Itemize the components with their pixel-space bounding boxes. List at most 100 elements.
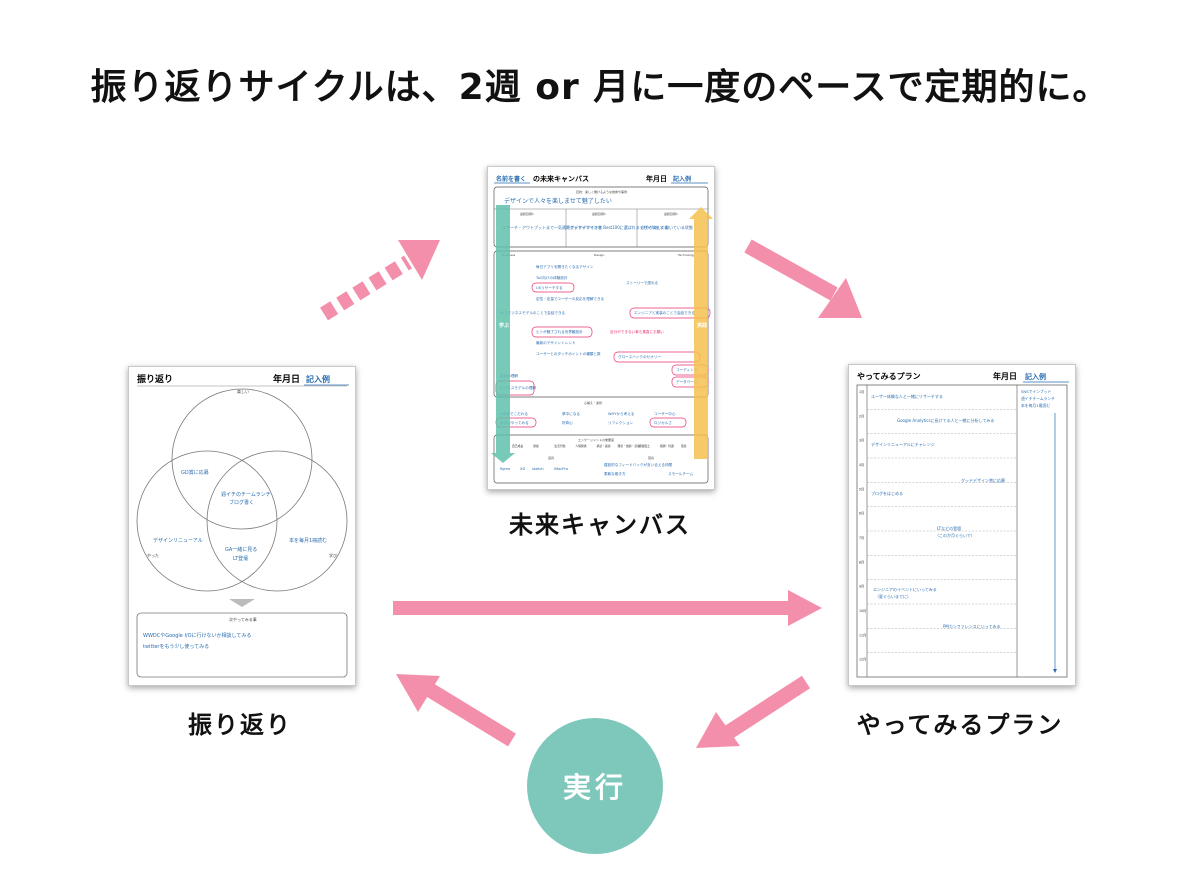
month-label: 11月 [859, 633, 866, 637]
skill-item: コーディング [676, 367, 698, 372]
dotted-arrow-to-canvas [320, 240, 440, 321]
month-label: 10月 [859, 609, 866, 613]
vision-label: 目的：楽しく働けるような技術や事例 [576, 189, 627, 194]
skill-item: 自分ができない事も素直にお願い [610, 329, 664, 334]
furikaeri-diagram: 振り返り 年月日 記入例 楽しい やった 学び GD賞に応募 週イチのチームラン… [136, 373, 349, 678]
caption-canvas: 未来キャンバス [509, 511, 691, 539]
goal-label: 最終目標1 [592, 211, 606, 216]
column-label: Technology [677, 253, 695, 257]
month-label: 7月 [859, 536, 864, 540]
plan-entry: ユーザー体験な人と一緒にリサーチする [871, 393, 943, 399]
arrow-plan-to-execute [696, 675, 811, 748]
month-label: 5月 [859, 487, 864, 491]
mind-item: WHYから考える [608, 411, 635, 416]
canvas-header-title: の未来キャンバス [533, 174, 589, 183]
arrow-canvas-to-plan [744, 239, 862, 318]
venn-note: GA一緒に見る [225, 546, 257, 553]
arrow-furikaeri-to-plan [393, 590, 822, 626]
mind-label: 心構え・姿勢 [584, 400, 602, 405]
tool-item: iMacPro [554, 467, 568, 471]
skill-item: 毎日アプリを開きたくなるデザイン [536, 264, 594, 269]
plan-entry: （このか月ぐらいで） [935, 532, 975, 538]
furikaeri-sheet: 振り返り 年月日 記入例 楽しい やった 学び GD賞に応募 週イチのチームラン… [128, 366, 356, 686]
column-label: Design [594, 253, 604, 257]
skill-item: エンジニアと実装のことで会話できる [634, 310, 695, 315]
month-label: 4月 [859, 463, 864, 467]
venn-circle-left [136, 450, 278, 592]
next-box-label: 次やってみる事 [229, 616, 257, 622]
next-item: WWDCやGoogle I/Oに行けないか相談してみる [143, 632, 251, 639]
skill-item: データベース [676, 379, 698, 384]
canvas-header-name: 名前を書く [496, 175, 526, 183]
practice-arrow-shaft [694, 219, 708, 459]
env-item: スモールチーム [668, 471, 693, 476]
venn-note: デザインリニューアル [153, 537, 203, 544]
goal-label: 最終目標1 [520, 211, 534, 216]
canvas-sheet: 名前を書く の未来キャンバス 年月日 記入例 目的：楽しく働けるような技術や事例… [487, 166, 715, 490]
plan-diagram: やってみるプラン 年月日 記入例 1月2月3月4月5月6月7月8月9月10月11… [856, 371, 1069, 678]
plan-header-example: 記入例 [1025, 372, 1046, 381]
canvas-header-date: 年月日 [646, 174, 667, 183]
goal-text: 自分が楽しく働いている状態 [641, 224, 693, 230]
plan-header-title: やってみるプラン [857, 371, 921, 381]
venn-note: LT登壇 [233, 555, 248, 562]
plan-entry: グッドデザイン賞に応募 [961, 477, 1005, 483]
venn-circle-right [206, 450, 348, 592]
venn-circle-top [171, 388, 313, 530]
tools-label: 道具 [548, 455, 554, 460]
engagement-item: 承認・感謝 [596, 444, 610, 448]
month-label: 12月 [859, 658, 866, 662]
down-chevron-icon [229, 599, 255, 607]
mind-item: まずはやってみる [500, 420, 529, 425]
plan-header-date: 年月日 [993, 371, 1017, 381]
month-label: 2月 [859, 414, 864, 418]
month-label: 3月 [859, 439, 864, 443]
goal-text: グッドデザイン賞 Best100に選ばれるデザインをする [570, 224, 668, 230]
venn-note: 週イチのチームランチ [221, 491, 271, 498]
env-item: 柔軟な働き方 [604, 471, 626, 476]
circle-label: 楽しい [237, 388, 249, 394]
plan-entry: PMカンファレンスにいってみる [943, 623, 1000, 629]
plan-entry: LTなどの登壇 [937, 525, 961, 531]
vision-text: デザインで人々を楽しませて魅了したい [504, 197, 612, 205]
venn-note: 本を毎月1冊読む [289, 537, 327, 544]
month-label: 6月 [859, 512, 864, 516]
engagement-row: 自己成長健康生活行動人間関係承認・感謝理念・価値・意義組織風土報酬・待遇環境 [512, 444, 687, 448]
learn-arrow-shaft [496, 205, 510, 453]
goal-label: 最終目標1 [664, 211, 678, 216]
engagement-item: 環境 [681, 444, 687, 448]
tool-item: XD [520, 467, 525, 471]
caption-furikaeri: 振り返り [188, 711, 292, 739]
engagement-item: 報酬・待遇 [660, 444, 674, 448]
mind-item: リフレクション [608, 420, 634, 425]
plan-entry: エンジニアのイベントにいってみる [873, 586, 937, 592]
skill-item: UXリサーチする [536, 285, 563, 290]
env-label: 環境 [648, 455, 654, 460]
month-label: 8月 [859, 560, 864, 564]
circle-label: やった [147, 552, 159, 558]
tool-item: figma [500, 467, 510, 471]
engagement-label: エンゲージメントの重要度 [578, 437, 614, 442]
engagement-item: 人間関係 [575, 444, 586, 448]
plan-entry: ブログをはじめる [871, 490, 903, 496]
next-box [136, 612, 348, 678]
next-item: twitterをもう少し使ってみる [143, 643, 209, 650]
side-note: 本を毎月1冊読む [1021, 403, 1050, 408]
skill-item: ストーリーで語れる [626, 280, 659, 285]
side-note: SNSでインプット [1021, 389, 1052, 394]
engagement-item: 理念・価値・意義 [618, 444, 641, 448]
furikaeri-header-title: 振り返り [137, 373, 173, 385]
execute-circle: 実行 [527, 718, 663, 854]
learn-arrow-label: 学ぶ [499, 322, 509, 329]
engagement-item: 組織風土 [639, 444, 650, 448]
env-item: 建設的なフィードバックが言い合える仲間 [604, 462, 673, 467]
caption-plan: やってみるプラン [856, 711, 1064, 739]
furikaeri-header-date: 年月日 [273, 373, 300, 385]
circle-label: 学び [329, 552, 337, 558]
goal-text: リサーチ・アウトプットまで一気通貫でデザインできる [502, 224, 602, 230]
skill-item: ビジネスモデルの理解 [500, 385, 536, 390]
mind-item: ロジカルさ [654, 420, 672, 425]
engagement-item: 自己成長 [512, 444, 523, 448]
